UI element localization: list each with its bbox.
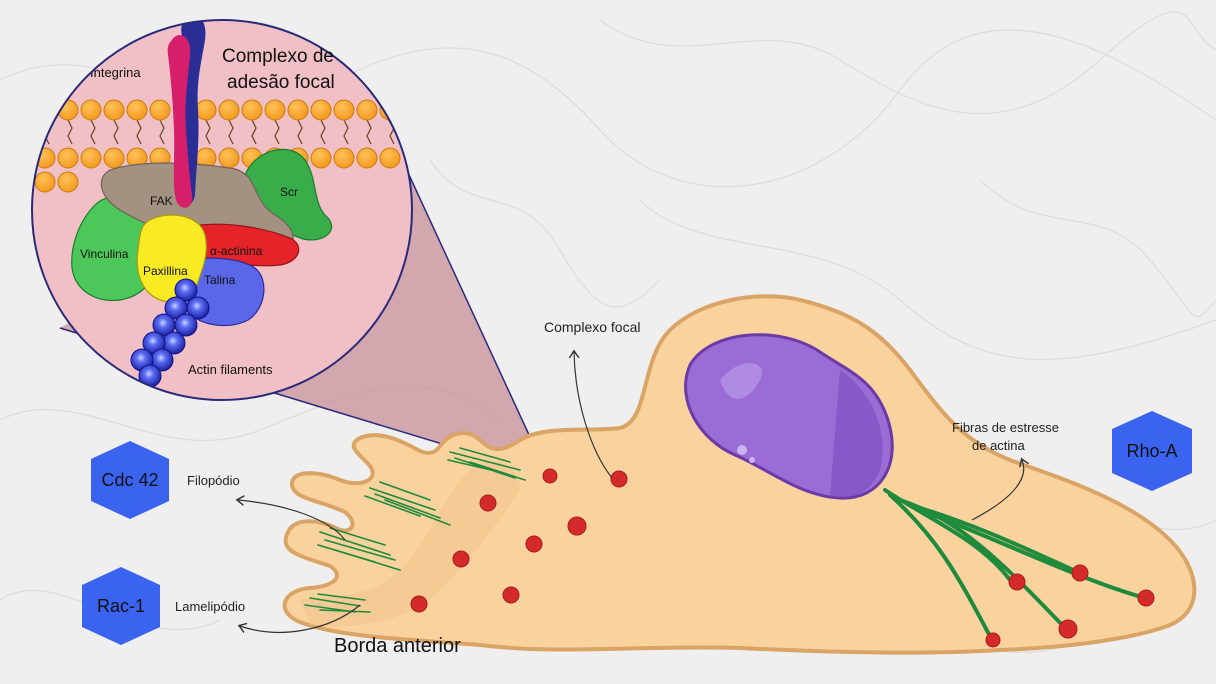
borda-anterior-label: Borda anterior — [334, 635, 461, 657]
talina-label: Talina — [204, 273, 236, 287]
fibras-label-line2: de actina — [972, 438, 1026, 453]
rhoa-hexagon: Rho-A — [1112, 411, 1192, 491]
inset-title-line2: adesão focal — [227, 72, 335, 93]
cdc42-label: Cdc 42 — [101, 470, 158, 490]
focal-adhesion-inset: Integrina FAK Scr Vinculina α-actinina P… — [32, 15, 412, 400]
fibras-label-line1: Fibras de estresse — [952, 420, 1059, 435]
paxillina-label: Paxillina — [143, 264, 188, 278]
scr-label: Scr — [280, 185, 298, 199]
inset-title-line1: Complexo de — [222, 46, 334, 67]
alpha-actinina-label: α-actinina — [210, 244, 263, 258]
cdc42-hexagon: Cdc 42 — [91, 441, 169, 519]
actin-filaments-label: Actin filaments — [188, 362, 273, 377]
rhoa-label: Rho-A — [1126, 441, 1177, 461]
vinculina-label: Vinculina — [80, 247, 129, 261]
rac1-label: Rac-1 — [97, 596, 145, 616]
rac1-hexagon: Rac-1 — [82, 567, 160, 645]
filopodio-label: Filopódio — [187, 473, 240, 488]
lamelipodio-label: Lamelipódio — [175, 599, 245, 614]
complexo-focal-label: Complexo focal — [544, 319, 641, 335]
fak-label: FAK — [150, 194, 173, 208]
